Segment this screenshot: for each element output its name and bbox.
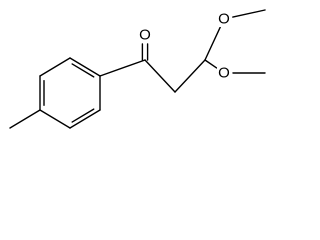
atom-carbonyl-oxygen: O xyxy=(138,26,152,44)
bond-c_ar3-c_ar4-inner xyxy=(71,63,95,78)
bond-c_methyl-c_ar1 xyxy=(9,109,41,129)
bond-c_ch2-c_acetal xyxy=(174,59,206,93)
atom-label-o-upper: O xyxy=(218,11,230,28)
atom-labels-layer: O O O xyxy=(138,10,231,82)
structure-diagram: O O O xyxy=(9,9,266,129)
bond-c_carbonyl-c_ch2 xyxy=(144,59,176,93)
bond-c_ar5-c_ar6-inner xyxy=(71,108,95,123)
bond-c_ar6-c_ar1 xyxy=(39,109,71,129)
bond-c_ar5-c_ar6 xyxy=(69,109,101,129)
bond-c_ar2-c_ar3 xyxy=(39,57,71,77)
bond-c_acetal-o_lower xyxy=(204,59,218,69)
bonds-layer xyxy=(9,9,266,129)
bond-o_upper-c_me_upper xyxy=(232,9,266,18)
bond-c_ar4-c_carbonyl xyxy=(99,59,146,77)
bond-c_acetal-o_upper xyxy=(204,26,221,61)
atom-label-o-carbonyl: O xyxy=(139,27,151,44)
bond-c_ar3-c_ar4 xyxy=(69,57,101,77)
atom-label-o-lower: O xyxy=(218,65,230,82)
atom-lower-methoxy-oxygen: O xyxy=(217,64,231,82)
atom-upper-methoxy-oxygen: O xyxy=(217,10,231,28)
